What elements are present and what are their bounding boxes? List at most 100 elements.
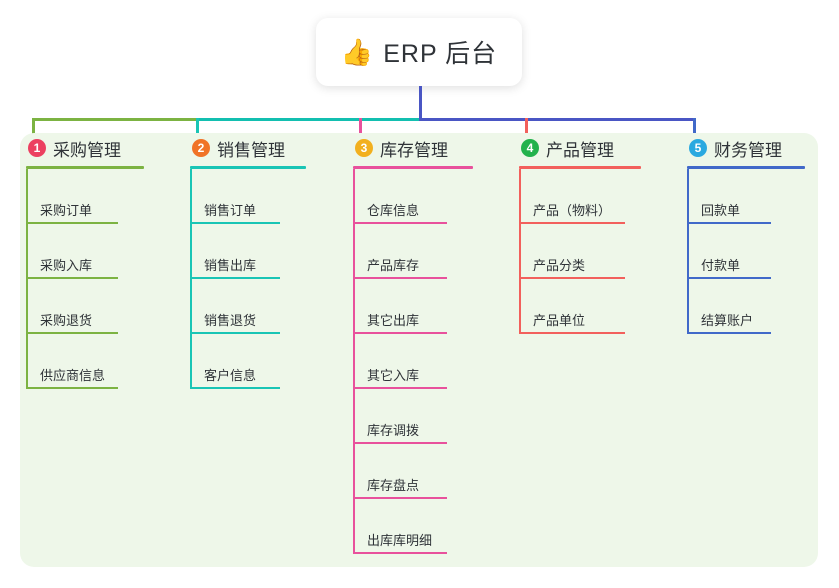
module-title: 销售管理 [217,140,285,160]
module-items: 产品（物料） 产品分类产品单位 [519,169,641,334]
module-items: 回款单付款单结算账户 [687,169,805,334]
module-item-label: 付款单 [701,258,741,273]
module-item-underline [190,387,280,389]
module-item[interactable]: 采购订单 [26,169,144,224]
connector-drop [525,118,528,136]
module-item[interactable]: 库存调拨 [353,389,473,444]
root-node-title: ERP 后台 [383,40,498,68]
module-items: 采购订单采购入库采购退货供应商信息 [26,169,144,389]
module-item[interactable]: 出库库明细 [353,499,473,554]
module-item-underline [26,387,118,389]
module-item[interactable]: 供应商信息 [26,334,144,389]
module-item[interactable]: 其它出库 [353,279,473,334]
module-items: 仓库信息产品库存其它出库其它入库库存调拨库存盘点出库库明细 [353,169,473,554]
module-item-label: 库存调拨 [367,423,420,438]
module-header[interactable]: 5 财务管理 [687,133,805,163]
module-item[interactable]: 产品库存 [353,224,473,279]
module-spine [687,169,689,334]
module-item-underline [353,552,447,554]
module-item[interactable]: 仓库信息 [353,169,473,224]
module-title: 采购管理 [53,140,121,160]
module-item-underline [353,387,447,389]
module-item[interactable]: 客户信息 [190,334,306,389]
module-item-underline [687,222,771,224]
module-item[interactable]: 采购退货 [26,279,144,334]
module-column: 1 采购管理采购订单采购入库采购退货供应商信息 [26,133,144,389]
module-item-label: 回款单 [701,203,741,218]
module-item[interactable]: 产品单位 [519,279,641,334]
module-column: 2 销售管理销售订单销售出库销售退货客户信息 [190,133,306,389]
module-item-underline [26,332,118,334]
module-item-label: 采购入库 [40,258,93,273]
module-items: 销售订单销售出库销售退货客户信息 [190,169,306,389]
module-underline [353,166,473,169]
module-item-label: 销售退货 [204,313,257,328]
module-item-underline [519,332,625,334]
module-item-underline [353,222,447,224]
module-item[interactable]: 付款单 [687,224,805,279]
module-column: 4 产品管理产品（物料） 产品分类产品单位 [519,133,641,334]
module-item[interactable]: 销售退货 [190,279,306,334]
module-item-label: 仓库信息 [367,203,420,218]
module-item-label: 结算账户 [701,313,754,328]
module-header[interactable]: 1 采购管理 [26,133,144,163]
module-item-underline [190,222,280,224]
connector-drop [196,118,199,136]
module-column: 3 库存管理仓库信息产品库存其它出库其它入库库存调拨库存盘点出库库明细 [353,133,473,554]
module-title: 产品管理 [546,140,614,160]
module-header[interactable]: 3 库存管理 [353,133,473,163]
module-item[interactable]: 采购入库 [26,224,144,279]
module-item-label: 供应商信息 [40,368,106,383]
module-item-underline [353,277,447,279]
module-underline [687,166,805,169]
module-column: 5 财务管理回款单付款单结算账户 [687,133,805,334]
module-item-label: 库存盘点 [367,478,420,493]
module-item-label: 采购订单 [40,203,93,218]
module-item-underline [687,277,771,279]
module-title: 财务管理 [714,140,782,160]
module-item-label: 产品分类 [533,258,586,273]
connector-drop [32,118,35,136]
module-number-badge: 5 [689,139,707,157]
module-item-label: 销售订单 [204,203,257,218]
module-title: 库存管理 [380,140,448,160]
module-item-label: 销售出库 [204,258,257,273]
thumbs-up-icon: 👍 [340,37,374,67]
modules-panel: 1 采购管理采购订单采购入库采购退货供应商信息 2 销售管理销售订单销售出库销售退货客… [20,133,818,567]
module-item-label: 出库库明细 [367,533,433,548]
module-spine [190,169,192,389]
module-item-label: 产品（物料） [533,203,612,218]
module-item[interactable]: 销售出库 [190,224,306,279]
module-item[interactable]: 其它入库 [353,334,473,389]
module-item-label: 产品单位 [533,313,586,328]
root-node[interactable]: 👍 ERP 后台 [316,18,522,86]
connector-stem [419,86,422,120]
module-header[interactable]: 4 产品管理 [519,133,641,163]
connector-bus-blue [419,118,695,121]
module-header[interactable]: 2 销售管理 [190,133,306,163]
connector-bus-teal [196,118,421,121]
module-item[interactable]: 产品分类 [519,224,641,279]
module-item-underline [353,332,447,334]
module-item[interactable]: 结算账户 [687,279,805,334]
module-item[interactable]: 销售订单 [190,169,306,224]
module-underline [26,166,144,169]
module-item-label: 其它出库 [367,313,420,328]
module-spine [353,169,355,554]
module-item-underline [190,277,280,279]
module-number-badge: 1 [28,139,46,157]
module-item[interactable]: 产品（物料） [519,169,641,224]
module-number-badge: 3 [355,139,373,157]
connector-drop [359,118,362,136]
module-item-underline [26,222,118,224]
module-item-underline [687,332,771,334]
module-number-badge: 4 [521,139,539,157]
connector-bus-green [32,118,198,121]
module-item-underline [353,497,447,499]
module-number-badge: 2 [192,139,210,157]
module-item-underline [190,332,280,334]
module-spine [519,169,521,334]
module-item[interactable]: 库存盘点 [353,444,473,499]
module-item[interactable]: 回款单 [687,169,805,224]
